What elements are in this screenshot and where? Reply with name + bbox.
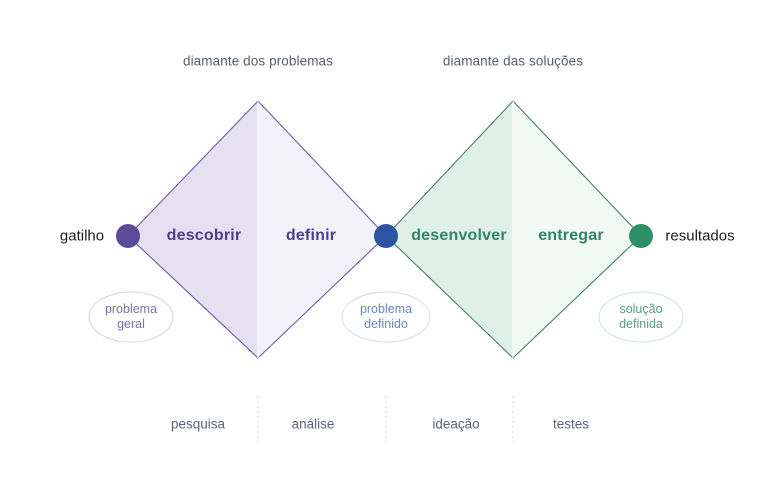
bubble-label-line-2: definida	[619, 317, 663, 331]
diamond-solutions-left-half	[386, 101, 513, 358]
phase-label-descobrir[interactable]: descobrir	[166, 227, 242, 244]
stage-label-ideacao: ideação	[432, 416, 480, 432]
bubble-label-line-2: geral	[117, 317, 145, 331]
diamond-problems-left-half	[128, 101, 258, 358]
diamond-solutions-right-half	[513, 101, 641, 358]
stage-label-analise: análise	[291, 416, 335, 432]
stage-label-pesquisa: pesquisa	[170, 416, 226, 432]
stage-label-testes: testes	[552, 416, 590, 432]
bubble-solucao-definida[interactable]	[598, 291, 684, 343]
diamond-title-problems: diamante dos problemas	[182, 53, 334, 69]
bubble-label-line-1: problema	[359, 301, 413, 316]
bubble-problema-definido[interactable]	[341, 291, 431, 343]
node-gatilho[interactable]	[116, 224, 140, 248]
endpoint-label-resultados: resultados	[665, 227, 735, 245]
node-problema-definido[interactable]	[374, 224, 398, 248]
node-resultados[interactable]	[629, 224, 653, 248]
phase-label-entregar[interactable]: entregar	[538, 227, 604, 244]
endpoint-label-gatilho: gatilho	[59, 227, 105, 245]
bubble-label-problema-geral: problema geral	[105, 302, 157, 333]
bubble-label-problema-definido: problema definido	[360, 302, 412, 333]
bubble-label-line-2: definido	[364, 317, 408, 331]
phase-label-desenvolver[interactable]: desenvolver	[411, 227, 507, 244]
bubble-problema-geral[interactable]	[88, 291, 174, 343]
bubble-label-line-1: solução	[619, 301, 663, 316]
bubble-label-line-1: problema	[104, 301, 158, 316]
diamond-title-solutions: diamante das soluções	[442, 53, 584, 69]
diamond-problems-right-half	[258, 101, 386, 358]
bubble-label-solucao-definida: solução definida	[619, 302, 663, 333]
phase-label-definir[interactable]: definir	[285, 227, 337, 244]
